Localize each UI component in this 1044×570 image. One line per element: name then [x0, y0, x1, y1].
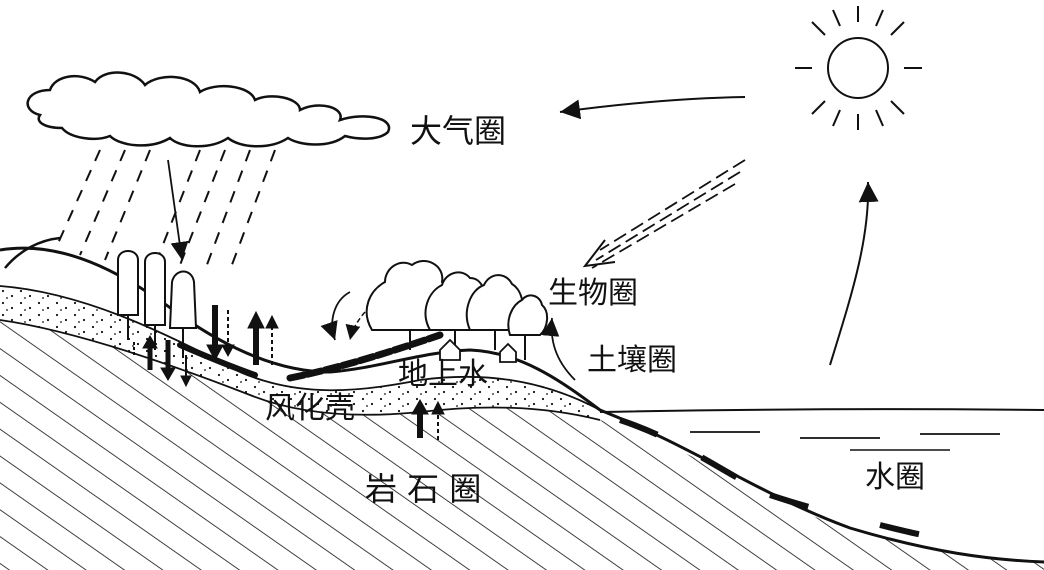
exchange-arrows-center	[411, 398, 445, 440]
weathering-crust	[0, 286, 600, 420]
label-weathering: 风化壳	[265, 391, 355, 426]
rain-arrow	[167, 159, 189, 261]
sea-surface	[599, 408, 1044, 413]
biosphere-cycle-arrow-2	[345, 311, 366, 341]
soil-mat-middle	[286, 331, 444, 382]
label-lithosphere: 岩 石 圈	[365, 470, 481, 508]
hill-crest-stroke	[4, 236, 61, 269]
cloud-icon	[26, 71, 391, 148]
seabed-sediment	[619, 417, 941, 541]
label-atmosphere: 大气圈	[410, 112, 506, 150]
label-hydrosphere: 水圈	[865, 460, 925, 495]
houses	[439, 338, 517, 363]
soil-cycle-arrow	[541, 317, 576, 381]
label-groundwater: 地上水	[398, 357, 488, 392]
solar-radiation-arrow	[591, 159, 746, 269]
solar-arrow-head	[582, 239, 616, 268]
soil-mat-left	[177, 342, 258, 378]
sun-to-atmosphere-arrow	[559, 96, 746, 120]
label-soil: 土壤圈	[587, 343, 677, 378]
lithosphere-region	[0, 320, 1044, 570]
exchange-arrows-left	[133, 305, 279, 388]
rock-top-line	[0, 319, 601, 421]
trees-middle	[365, 260, 548, 360]
biosphere-cycle-arrow-1	[320, 291, 351, 341]
rain	[54, 149, 276, 271]
evaporation-arrow	[829, 181, 879, 366]
label-biosphere: 生物圈	[548, 276, 638, 311]
sun-icon	[795, 6, 922, 130]
weathering-top-line	[0, 285, 601, 411]
